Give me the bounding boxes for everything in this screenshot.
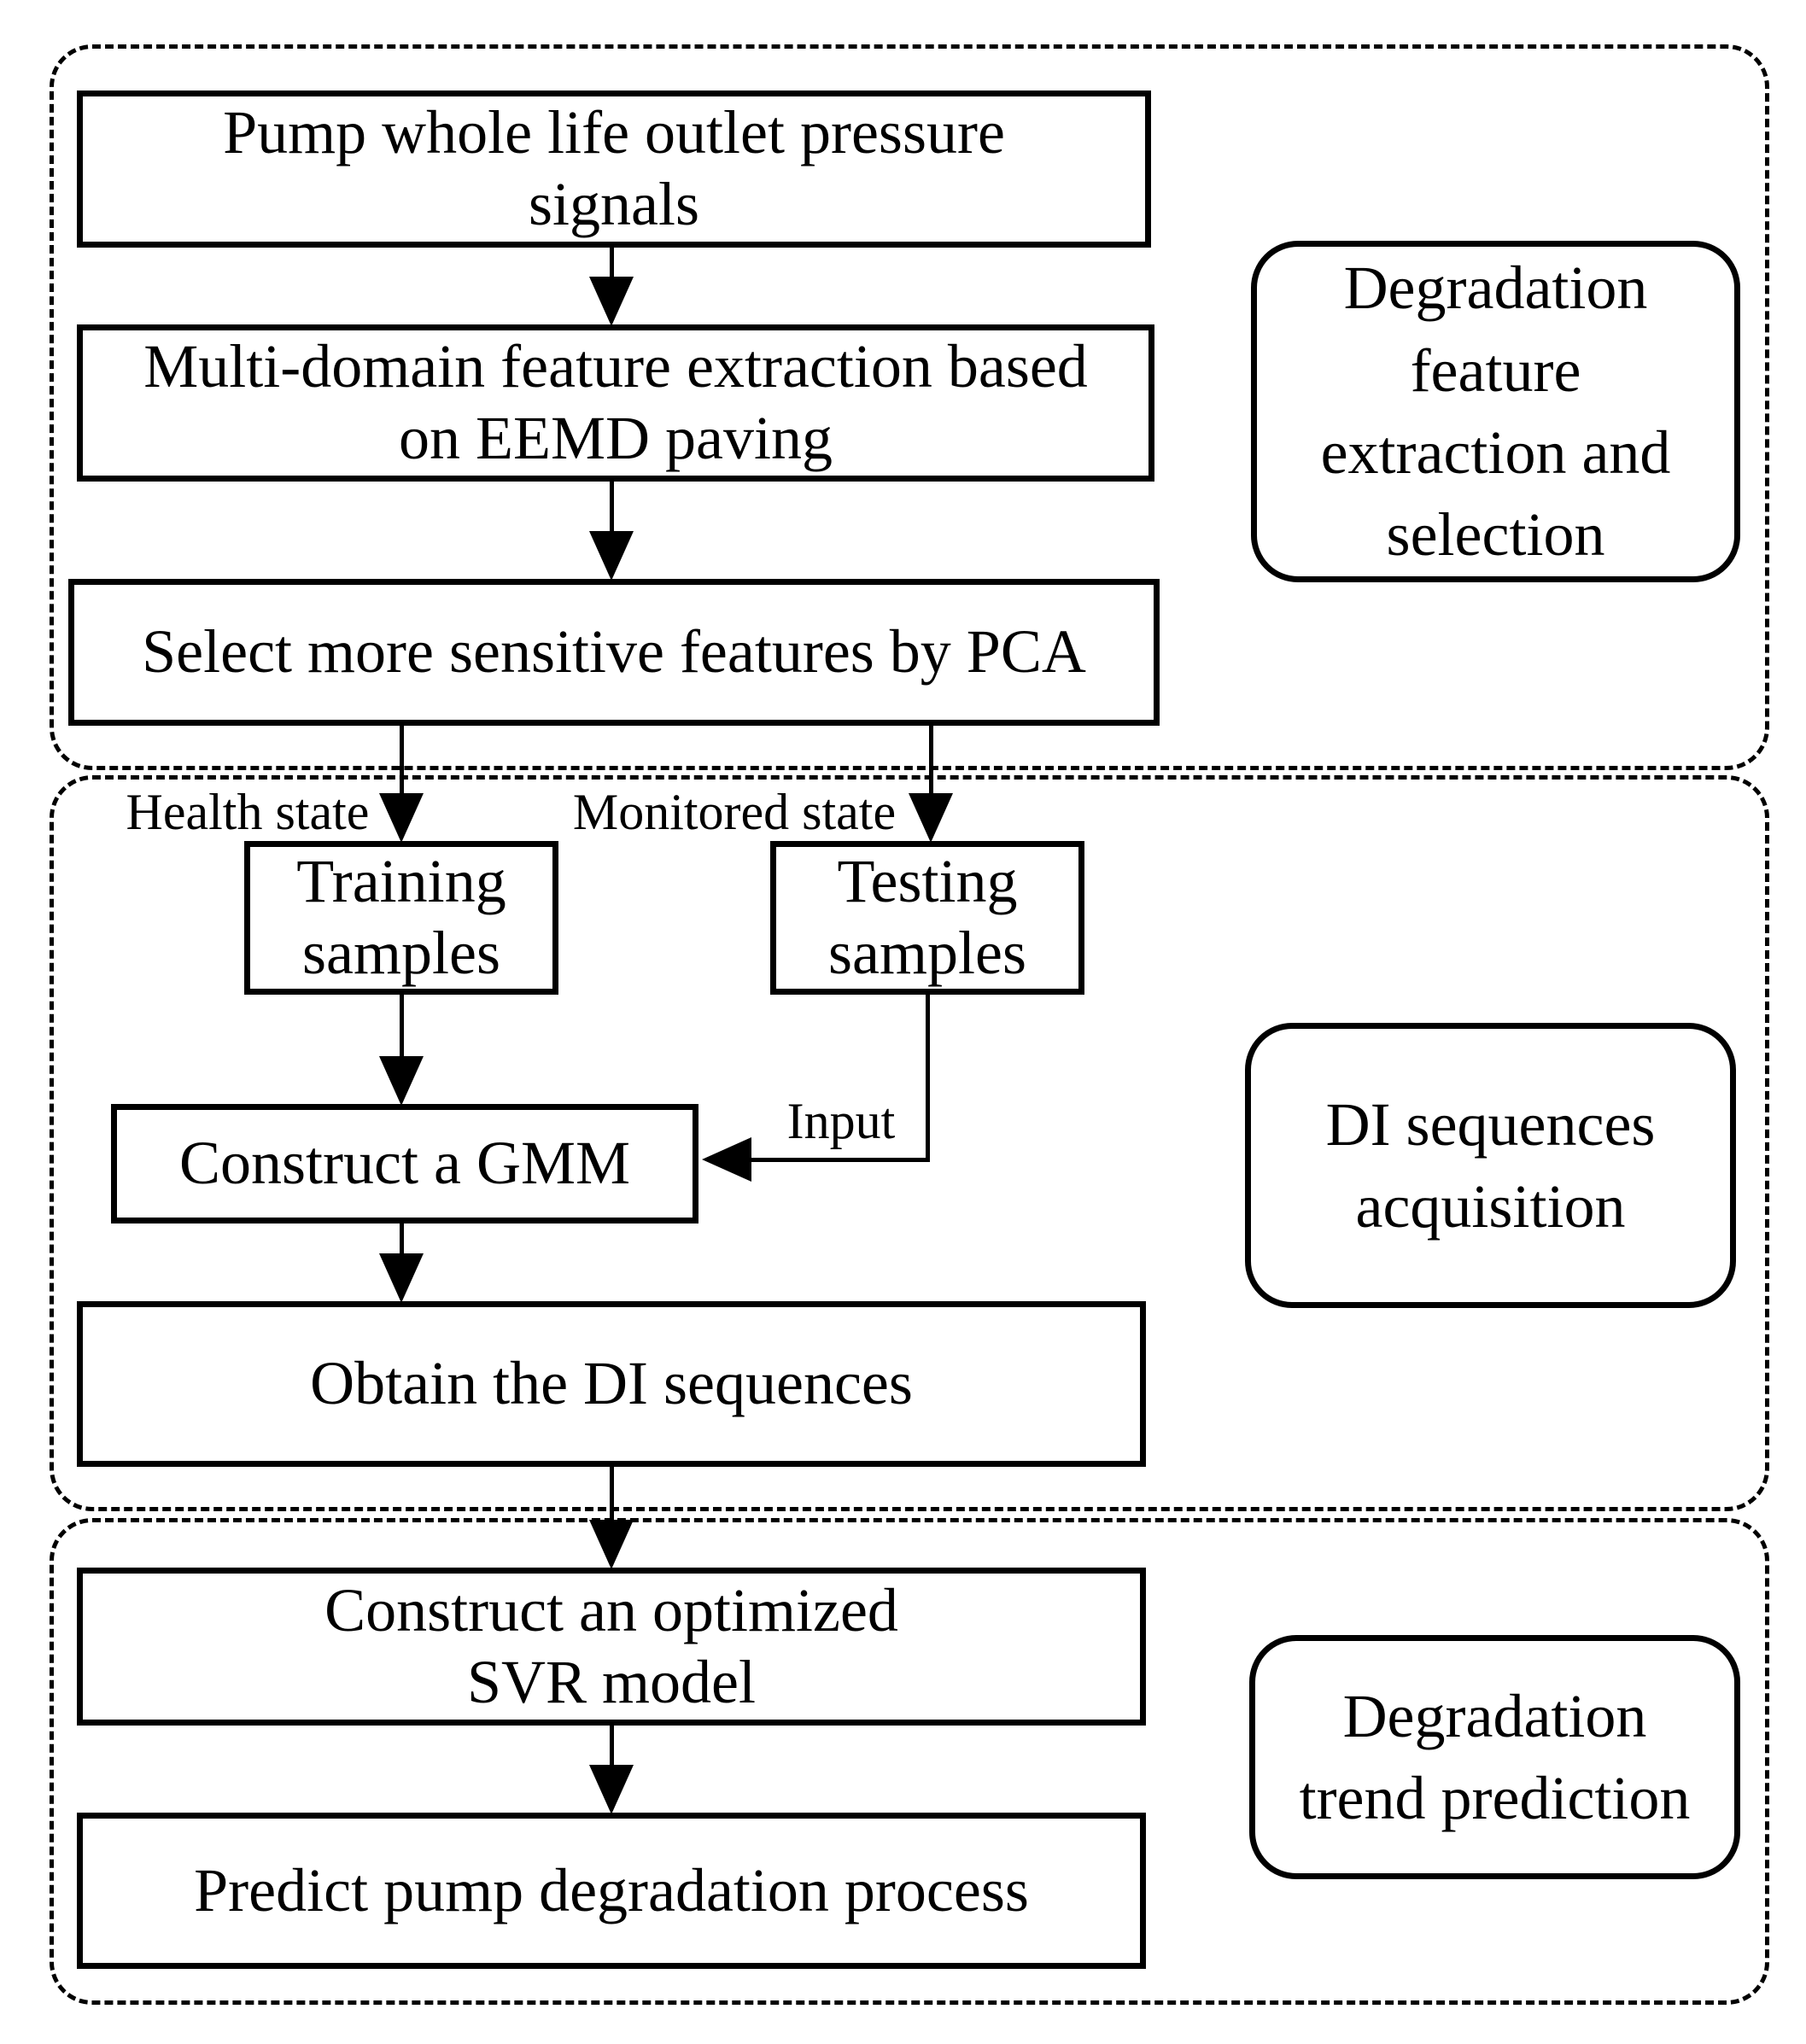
arrow-shaft (610, 1726, 614, 1767)
training-samples-box: Training samples (244, 841, 558, 995)
stage2-line1: DI sequences (1325, 1089, 1656, 1159)
testing-samples-box: Testing samples (770, 841, 1084, 995)
arrow-down-head (909, 793, 953, 843)
arrow-shaft (400, 995, 404, 1058)
arrow-shaft (610, 482, 614, 533)
testing-samples-line2: samples (828, 919, 1026, 987)
arrow-down-head (589, 277, 634, 326)
training-samples-line1: Training (296, 847, 506, 916)
construct-gmm-box: Construct a GMM (111, 1104, 698, 1223)
arrow-pca-to-training (379, 726, 424, 843)
arrow-gmm-to-obtain (379, 1223, 424, 1303)
svr-model-line1: Construct an optimized (324, 1575, 898, 1644)
arrow-down-head (589, 531, 634, 581)
arrow-shaft (610, 248, 614, 278)
arrow-down-head (379, 1253, 424, 1303)
stage3-line1: Degradation (1342, 1681, 1647, 1750)
stage2-line2: acquisition (1355, 1172, 1626, 1241)
stage-label-feature-extraction: Degradation feature extraction and selec… (1251, 241, 1740, 582)
predict-degradation-box: Predict pump degradation process (77, 1813, 1146, 1969)
training-samples-line2: samples (302, 919, 500, 987)
health-state-label: Health state (126, 784, 370, 840)
stage1-line4: selection (1386, 500, 1605, 569)
multi-domain-line1: Multi-domain feature extraction based (143, 332, 1088, 401)
arrow-shaft (400, 1223, 404, 1255)
arrow-obtain-to-svr (589, 1467, 634, 1569)
arrow-down-head (379, 793, 424, 843)
construct-gmm-line1: Construct a GMM (179, 1129, 630, 1198)
arrow-training-to-gmm (379, 995, 424, 1106)
svr-model-line2: SVR model (466, 1647, 757, 1716)
arrow-pump-to-multi (589, 248, 634, 326)
arrow-down-head (379, 1056, 424, 1106)
section-trend-prediction (50, 1518, 1769, 2005)
stage-label-di-acquisition: DI sequences acquisition (1245, 1023, 1736, 1308)
arrow-down-head (589, 1520, 634, 1569)
pump-signals-line1: Pump whole life outlet pressure (223, 98, 1005, 167)
multi-domain-feature-box: Multi-domain feature extraction based on… (77, 324, 1154, 482)
section-di-acquisition (50, 775, 1769, 1511)
arrow-multi-to-pca (589, 482, 634, 581)
section-feature-extraction (50, 44, 1769, 770)
pca-selection-line1: Select more sensitive features by PCA (142, 617, 1086, 686)
stage-label-trend-prediction: Degradation trend prediction (1249, 1635, 1740, 1879)
pump-signals-line2: signals (528, 170, 699, 238)
testing-samples-line1: Testing (837, 847, 1018, 916)
monitored-state-label: Monitored state (572, 784, 897, 840)
stage1-line1: Degradation (1343, 254, 1648, 323)
stage3-line2: trend prediction (1299, 1764, 1691, 1832)
stage1-line2: feature (1410, 336, 1581, 405)
predict-degradation-line1: Predict pump degradation process (194, 1855, 1029, 1924)
obtain-di-sequences-box: Obtain the DI sequences (77, 1301, 1146, 1467)
input-connector-vertical (926, 995, 930, 1161)
arrow-shaft (929, 726, 933, 795)
svr-model-box: Construct an optimized SVR model (77, 1568, 1146, 1726)
arrow-shaft (610, 1467, 614, 1521)
arrow-shaft (400, 726, 404, 795)
stage1-line3: extraction and (1320, 418, 1671, 487)
pca-selection-box: Select more sensitive features by PCA (68, 579, 1160, 726)
pump-signals-box: Pump whole life outlet pressure signals (77, 91, 1151, 248)
input-label: Input (786, 1093, 896, 1149)
input-connector-horizontal (750, 1158, 930, 1162)
arrow-down-head (589, 1765, 634, 1814)
obtain-di-line1: Obtain the DI sequences (310, 1349, 913, 1418)
arrow-svr-to-predict (589, 1726, 634, 1814)
multi-domain-line2: on EEMD paving (399, 404, 833, 472)
arrow-left-head (702, 1137, 751, 1182)
arrow-pca-to-testing (909, 726, 953, 843)
